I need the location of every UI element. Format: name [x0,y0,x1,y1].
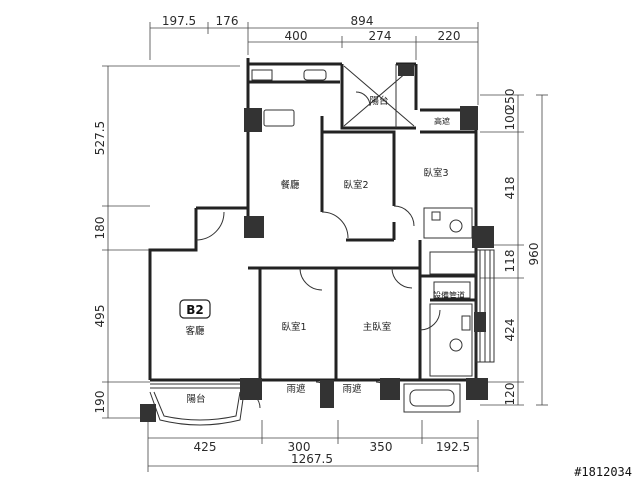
dim-right-1: 250 [503,89,517,112]
dim-right-2: 100 [503,108,517,131]
room-equipment-shaft: 設備管道 [433,290,465,300]
dim-top2-3: 220 [438,29,461,43]
room-bedroom2: 臥室2 [343,179,368,191]
dim-left-2: 180 [93,217,107,240]
dim-bottom-4: 192.5 [436,440,470,454]
room-balcony-bottom: 陽台 [186,393,205,405]
dim-left-4: 190 [93,391,107,414]
fixtures-and-details [149,64,495,426]
dim-right-3: 418 [503,177,517,200]
dim-top2-2: 274 [369,29,392,43]
room-master-bedroom: 主臥室 [363,321,392,333]
unit-badge: B2 [179,299,211,319]
room-living: 客廳 [185,325,205,337]
room-canopy-left: 雨遮 [286,383,306,395]
dim-right-4: 118 [503,250,517,273]
dimension-labels: 197.5 176 894 400 274 220 527.5 180 495 … [93,14,541,466]
unit-label: B2 [186,303,204,317]
dim-bottom-total: 1267.5 [291,452,333,466]
dim-bottom-1: 425 [194,440,217,454]
watermark-id: #1812034 [574,465,632,479]
room-bedroom3: 臥室3 [423,167,448,179]
dim-top-3: 894 [351,14,374,28]
room-dining: 餐廳 [280,179,300,191]
dim-right-5: 424 [503,319,517,342]
room-labels: 陽台 高遮 餐廳 臥室2 臥室3 客廳 臥室1 主臥室 設備管道 陽台 雨遮 雨… [185,95,465,405]
dim-top-2: 176 [216,14,239,28]
dim-left-1: 527.5 [93,121,107,155]
dim-right-outer: 960 [527,243,541,266]
room-corridor-top: 高遮 [434,116,450,126]
dim-left-3: 495 [93,305,107,328]
dim-top2-1: 400 [285,29,308,43]
dim-bottom-2: 300 [288,440,311,454]
room-balcony-top: 陽台 [369,95,388,107]
dim-bottom-3: 350 [370,440,393,454]
dim-top-1: 197.5 [162,14,196,28]
dim-right-6: 120 [503,383,517,406]
room-canopy-right: 雨遮 [342,383,362,395]
structural-columns [140,64,494,422]
room-bedroom1: 臥室1 [281,321,306,333]
